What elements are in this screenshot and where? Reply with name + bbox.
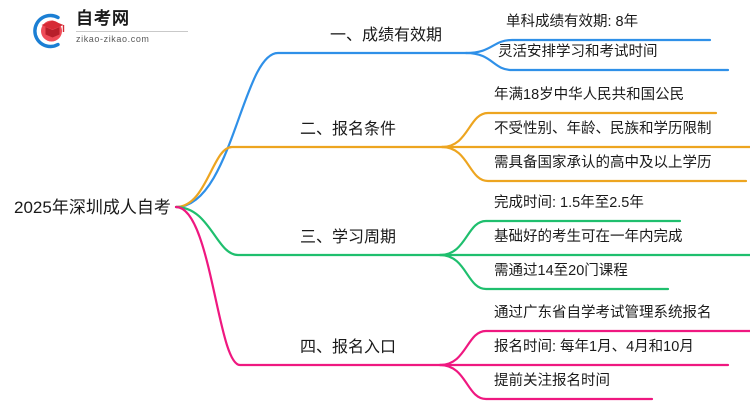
logo-url: zikao-zikao.com (76, 34, 150, 44)
child-label-4-1: 通过广东省自学考试管理系统报名 (494, 305, 712, 321)
child-label-1-1: 单科成绩有效期: 8年 (506, 14, 639, 30)
root-node: 2025年深圳成人自考 (14, 198, 171, 217)
child-label-3-3: 需通过14至20门课程 (494, 263, 628, 279)
child-label-1-2: 灵活安排学习和考试时间 (498, 44, 658, 60)
logo-mark-icon (33, 13, 65, 49)
branch-label-4: 四、报名入口 (300, 339, 397, 356)
child-label-4-2: 报名时间: 每年1月、4月和10月 (494, 339, 694, 355)
mindmap-edge (174, 145, 444, 209)
site-logo: 自考网 zikao-zikao.com (28, 8, 208, 52)
branch-label-3: 三、学习周期 (300, 229, 397, 246)
child-label-4-3: 提前关注报名时间 (494, 373, 610, 389)
child-label-2-1: 年满18岁中华人民共和国公民 (494, 87, 685, 103)
logo-divider (76, 31, 188, 32)
branch-label-2: 二、报名条件 (300, 121, 397, 138)
logo-text-block: 自考网 zikao-zikao.com (76, 9, 206, 45)
child-label-3-1: 完成时间: 1.5年至2.5年 (494, 195, 644, 211)
branch-label-1: 一、成绩有效期 (330, 27, 443, 44)
child-label-2-2: 不受性别、年龄、民族和学历限制 (494, 121, 712, 137)
child-label-3-2: 基础好的考生可在一年内完成 (494, 229, 683, 245)
logo-name: 自考网 (76, 9, 130, 28)
child-label-2-3: 需具备国家承认的高中及以上学历 (494, 155, 712, 171)
